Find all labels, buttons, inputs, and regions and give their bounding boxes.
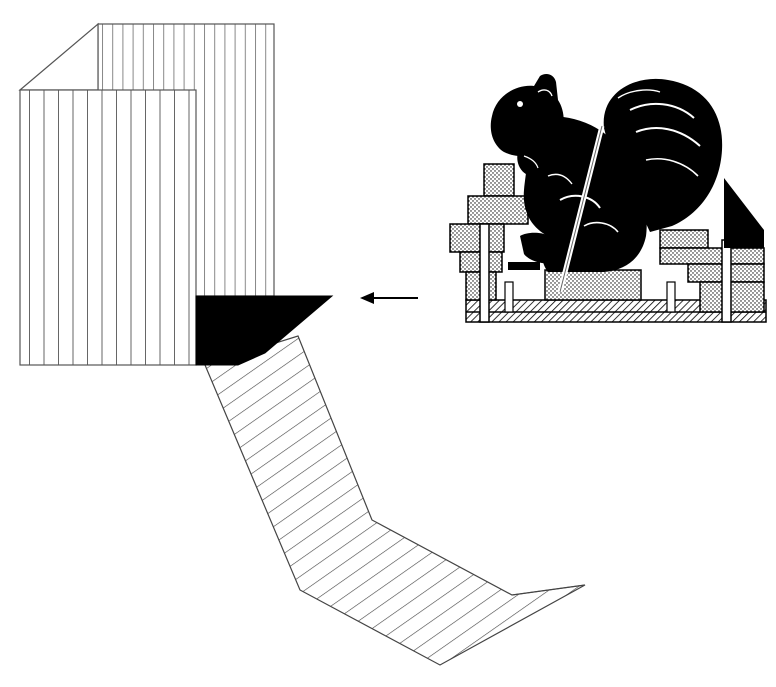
squirrel-head	[490, 74, 564, 157]
squirrel-eye	[517, 101, 523, 107]
left-arrow-icon	[360, 292, 418, 304]
black-chute-opening	[195, 295, 334, 366]
box-front-panel	[19, 89, 197, 366]
hatched-ramp	[204, 335, 586, 666]
left-block-stack	[449, 163, 529, 323]
box-side-panel	[18, 22, 99, 91]
right-block-stack	[659, 178, 765, 323]
squirrel-clipart	[449, 74, 767, 323]
squirrel-paws	[517, 146, 545, 177]
